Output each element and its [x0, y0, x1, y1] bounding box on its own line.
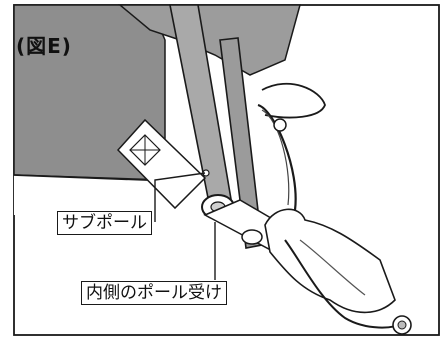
cord-end-ring-inner	[397, 320, 407, 330]
strap-grommet	[241, 229, 263, 245]
label-tag	[116, 118, 207, 210]
buckle-ring	[273, 118, 287, 132]
inner-pole-holder-callout: 内側のポール受け	[81, 281, 227, 305]
cord-bottom-loop	[284, 239, 406, 329]
hanging-strap	[261, 82, 326, 119]
cord-bottom-loop-inner	[299, 239, 366, 296]
sub-pole-callout: サブポール	[57, 211, 152, 235]
sub-pole-leader	[154, 172, 206, 222]
hand	[264, 208, 396, 314]
figure-label: (図E)	[16, 34, 72, 58]
cord-loop-inner	[261, 109, 290, 206]
